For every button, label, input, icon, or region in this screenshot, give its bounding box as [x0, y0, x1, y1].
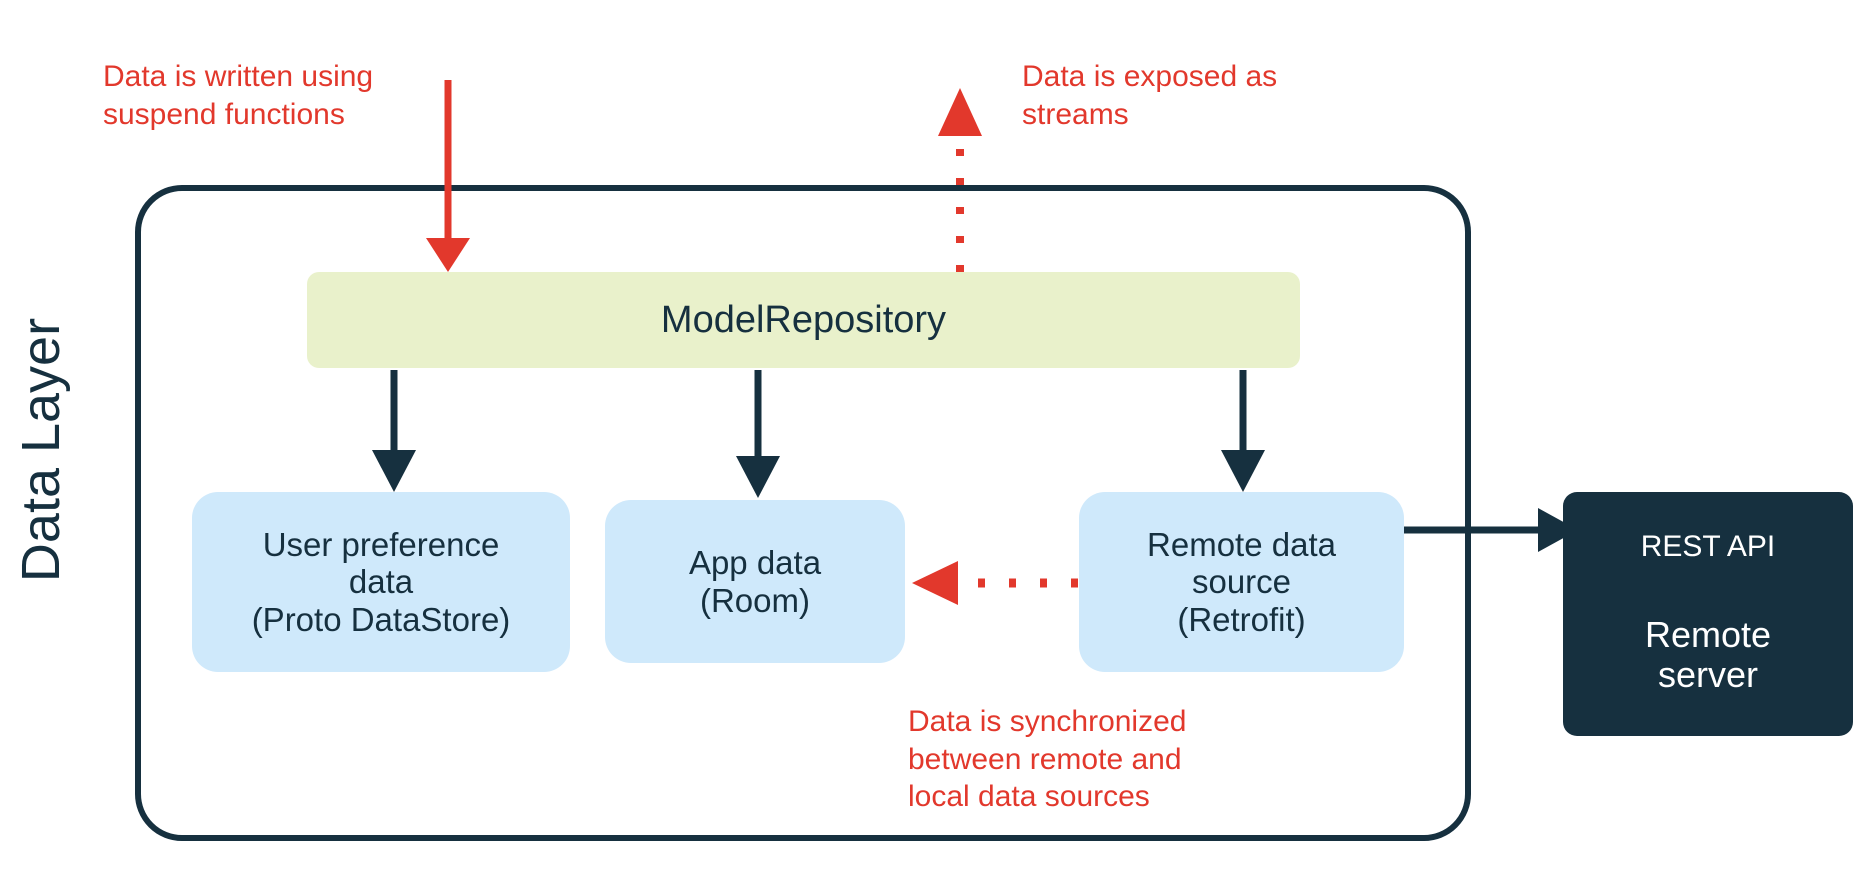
data-source-line-3: (Retrofit) [1177, 600, 1306, 638]
model-repository-box[interactable]: ModelRepository [307, 272, 1300, 368]
repo-to-datastore-arrow [372, 370, 416, 492]
remote-server-box[interactable]: REST API Remote server [1563, 492, 1853, 736]
data-source-room[interactable]: App data (Room) [605, 500, 905, 663]
data-source-retrofit[interactable]: Remote data source (Retrofit) [1079, 492, 1404, 672]
repo-to-room-arrow [736, 370, 780, 498]
data-source-line-2: source [1191, 563, 1292, 601]
streams-arrow [938, 88, 982, 272]
data-source-line-1: User preference [262, 525, 500, 563]
data-source-line-3: (Proto DataStore) [251, 600, 511, 638]
annotation-streams: Data is exposed as streams [1022, 60, 1278, 131]
data-source-line-1: App data [688, 543, 822, 581]
data-source-line-1: Remote data [1147, 525, 1336, 563]
remote-server-line-2: server [1657, 654, 1759, 696]
repo-to-retrofit-arrow [1221, 370, 1265, 492]
retrofit-to-server-arrow [1404, 508, 1578, 552]
model-repository-label: ModelRepository [660, 298, 947, 341]
annotation-write: Data is written using suspend functions [103, 60, 374, 131]
remote-server-line-1: Remote [1644, 614, 1772, 655]
data-source-line-2: (Room) [699, 581, 810, 619]
data-source-line-2: data [348, 563, 414, 601]
data-layer-label: Data Layer [11, 317, 71, 583]
annotation-sync: Data is synchronized between remote and … [908, 705, 1187, 813]
sync-arrow [912, 561, 1078, 605]
data-source-proto-datastore[interactable]: User preference data (Proto DataStore) [192, 492, 570, 672]
rest-api-label: REST API [1640, 530, 1776, 563]
